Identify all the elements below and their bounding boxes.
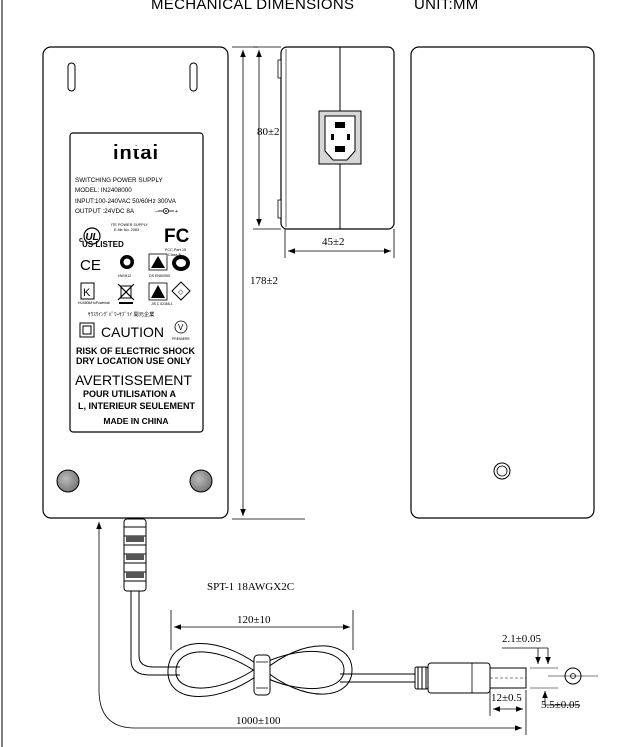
adapter-front-view: intai SWITCHING POWER SUPPLY MODEL: IN24…	[42, 46, 229, 519]
risk-line-1: RISK OF ELECTRIC SHOCK	[76, 346, 196, 356]
weee-bin-icon	[117, 283, 135, 304]
vent-slot-right	[189, 62, 198, 92]
label-line-2: MODEL: IN2408000	[75, 187, 132, 194]
ul-listed-text: US LISTED	[82, 240, 124, 249]
jp-line: ｻｳｽｳｲﾝｸﾞﾊﾟﾜｰｻﾌﾟﾗｲ 開元企業	[88, 310, 154, 318]
jp-small: JIS C 62368-1	[151, 302, 173, 306]
rating-label	[69, 132, 204, 433]
plug-end-view-icon	[548, 667, 598, 685]
back-view-outline	[410, 46, 595, 519]
side-height-label: 80±2	[257, 126, 280, 138]
pour-line-1: POUR UTILISATION A	[83, 389, 176, 399]
ccc-mark: HW/H12	[118, 255, 134, 278]
dc-plug	[414, 662, 527, 694]
adapter-side-view	[277, 46, 395, 230]
v-small: PREMIERE	[172, 337, 190, 341]
fcc-small-2: Class B	[168, 253, 182, 257]
side-width-label: 45±2	[322, 236, 345, 248]
cert-oval-mark	[172, 255, 190, 271]
drawing-title: MECHANICAL DIMENSIONS	[151, 0, 355, 13]
unit-label: UNIT:MM	[414, 0, 479, 13]
svg-text:HW/H12: HW/H12	[118, 274, 131, 278]
rubber-foot-right	[189, 469, 213, 493]
vent-slot-left	[67, 62, 76, 92]
plug-id-label: 2.1±0.05	[502, 633, 542, 645]
svg-text:V: V	[178, 323, 184, 332]
kc-mark: K	[80, 282, 95, 300]
plug-od-dimension	[530, 687, 580, 706]
ce-mark: CE	[80, 257, 101, 274]
svg-text:K: K	[83, 287, 91, 299]
ul-listed-mark: UL c	[79, 227, 101, 245]
svg-text:–: –	[155, 209, 158, 215]
brand-logo: intai	[113, 142, 159, 164]
ds-small: DS EN60950	[149, 274, 170, 278]
label-line-1: SWITCHING POWER SUPPLY	[75, 177, 163, 184]
v-mark-icon: V	[174, 320, 188, 334]
diamond-cert-icon: ◇	[171, 281, 191, 301]
cable-length-dimension	[96, 522, 527, 735]
svg-text:◇: ◇	[178, 289, 184, 296]
length-dimension-label: 178±2	[250, 275, 278, 287]
polarity-icon: – +	[155, 207, 178, 215]
made-in-text: MADE IN CHINA	[103, 416, 168, 426]
kr-small: HU0808/HuPowerlab	[78, 301, 110, 305]
svg-text:c: c	[79, 237, 83, 244]
side-height-dimension	[253, 46, 281, 230]
plug-length-dimension	[489, 688, 523, 716]
triangle-cert-icon	[148, 282, 168, 301]
warning-triangle-icon	[148, 253, 168, 271]
cable-spec-label: SPT-1 18AWGX2C	[207, 581, 294, 593]
side-width-dimension	[284, 229, 395, 258]
coil-dimension-label: 120±10	[237, 614, 271, 626]
plug-od-label: 5.5±0.05	[541, 699, 581, 711]
cable-tie	[253, 654, 271, 696]
label-line-3: INPUT:100-240VAC 50/60Hz 300VA	[75, 198, 177, 205]
svg-text:+: +	[175, 209, 178, 215]
label-line-4: OUTPUT :24VDC 8A	[75, 208, 135, 215]
plug-length-label: 12±0.5	[491, 692, 522, 704]
ul-small-2: E-file No. 2083	[114, 228, 139, 232]
ac-inlet-icon	[318, 110, 362, 165]
rubber-foot-left	[56, 469, 80, 493]
avertissement-text: AVERTISSEMENT	[75, 372, 192, 388]
cable-length-label: 1000±100	[236, 715, 281, 727]
dc-cable	[123, 518, 598, 697]
caution-text: CAUTION	[101, 324, 164, 340]
brand-logo-stripe	[100, 146, 172, 149]
fcc-small-1: FCC Part 15	[165, 248, 186, 252]
plug-id-dimension	[502, 647, 558, 669]
ul-small-1: ITE POWER SUPPLY	[111, 223, 149, 227]
risk-line-2: DRY LOCATION USE ONLY	[76, 356, 191, 366]
adapter-back-view	[410, 46, 595, 519]
double-insulation-icon	[79, 322, 95, 338]
fcc-mark: FC	[164, 226, 190, 247]
pour-line-2: L, INTERIEUR SEULEMENT	[78, 401, 196, 411]
svg-text:UL: UL	[85, 232, 98, 243]
